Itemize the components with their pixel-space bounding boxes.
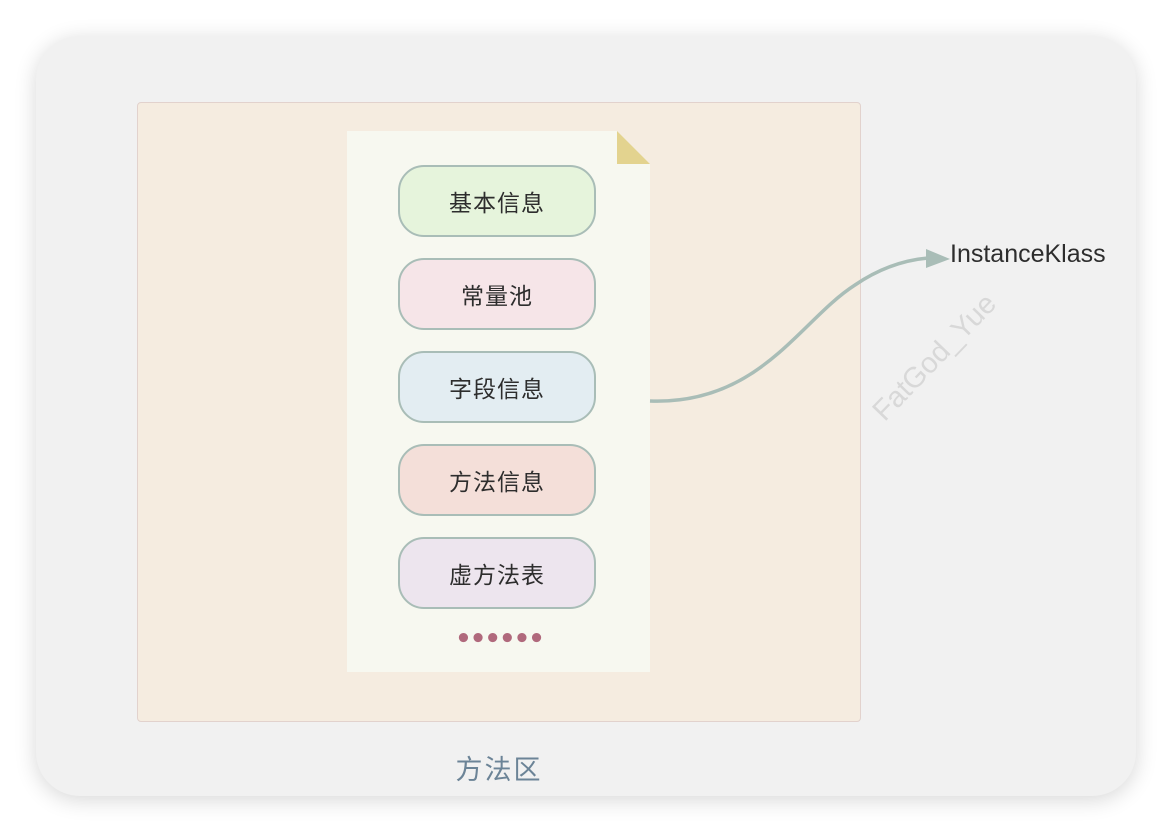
method-info-node: 方法信息 [398,444,596,516]
method-info-label: 方法信息 [449,470,545,496]
method-area-label: 方法区 [455,755,543,786]
basic-info-label: 基本信息 [449,191,545,217]
instance-klass-label: InstanceKlass [950,240,1106,268]
arrow-head-icon [926,249,950,268]
constant-pool-node: 常量池 [398,258,596,330]
field-info-node: 字段信息 [398,351,596,423]
field-info-label: 字段信息 [449,377,545,403]
vtable-node: 虚方法表 [398,537,596,609]
ellipsis-dots: •••••• [455,624,545,654]
vtable-label: 虚方法表 [449,563,545,589]
basic-info-node: 基本信息 [398,165,596,237]
constant-pool-label: 常量池 [461,284,533,310]
